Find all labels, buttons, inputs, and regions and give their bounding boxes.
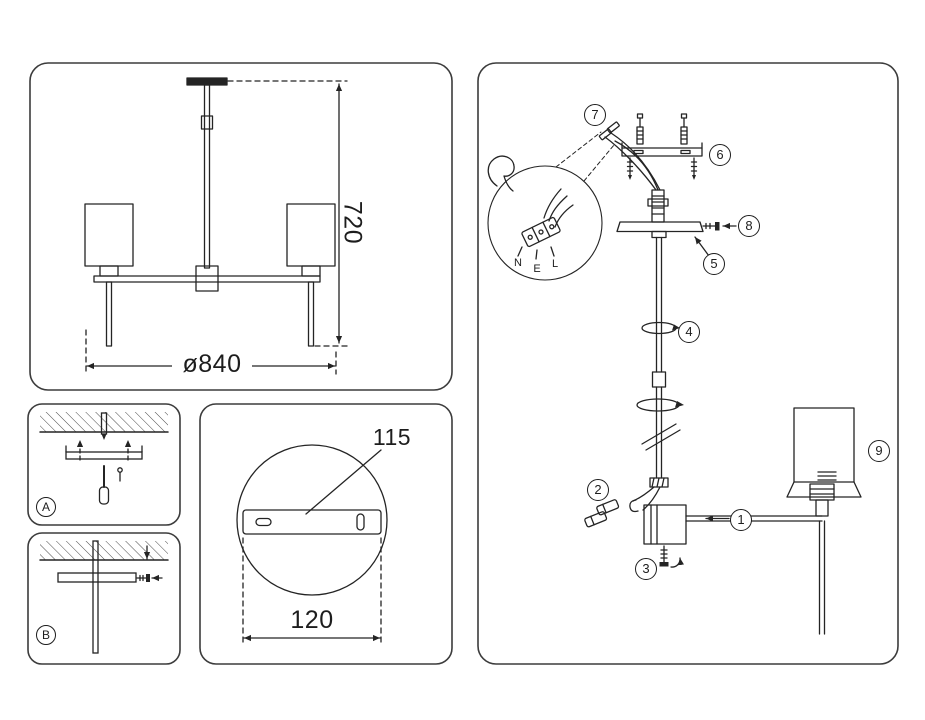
callout-6: 6 (709, 144, 731, 166)
bracket-dimension-label: 115 (372, 424, 412, 450)
canopy-dimension-label: 120 (290, 606, 334, 634)
canopy-part (616, 221, 737, 257)
canopy-plate (57, 572, 137, 583)
lamp-socket (809, 483, 835, 501)
wiring-detail-circle (487, 131, 615, 281)
chandelier-drawing (84, 77, 348, 375)
shade-part (786, 407, 862, 635)
assembly-drawing (487, 113, 862, 635)
center-hub (195, 265, 219, 292)
horizontal-arm (93, 275, 321, 283)
wire-connector (584, 511, 608, 528)
wire-label-neutral: N (514, 257, 522, 269)
left-shade (84, 203, 134, 267)
callout-1: 1 (730, 509, 752, 531)
dimension-extension-lines (85, 80, 348, 375)
step-a-drawing (39, 412, 169, 505)
callout-9: 9 (868, 440, 890, 462)
hub-part (584, 486, 823, 568)
step-b-badge: B (36, 625, 56, 645)
callout-5: 5 (703, 253, 725, 275)
safety-hook-icon (487, 155, 515, 192)
side-screw-icon (146, 574, 150, 582)
ceiling-plate (186, 77, 228, 86)
wire-label-live: L (551, 258, 559, 270)
grub-screw-icon (715, 222, 720, 231)
canopy-drawing (236, 444, 388, 645)
terminal-block (521, 216, 561, 248)
callout-2: 2 (587, 479, 609, 501)
right-shade (286, 203, 336, 267)
rotate-arrow (636, 398, 680, 412)
canopy-circle (236, 444, 388, 596)
ceiling-bracket-part (621, 113, 703, 180)
bracket-slot-left (255, 517, 272, 527)
bracket-slot-right (356, 513, 365, 531)
wire-label-earth: E (533, 263, 541, 275)
ceiling-hatch (40, 412, 168, 432)
lamp-shade (793, 407, 855, 483)
hub-block (643, 504, 687, 545)
mounting-bracket (65, 451, 143, 460)
step-a-badge: A (36, 497, 56, 517)
center-rod (203, 84, 211, 269)
rod-part (636, 230, 684, 488)
leader-line-115 (305, 449, 382, 515)
rotate-arrow (641, 321, 677, 335)
hanging-rod (92, 540, 99, 654)
wire-connector (596, 499, 620, 516)
bracket-bar (242, 509, 382, 535)
callout-8: 8 (738, 215, 760, 237)
height-dimension-label: 720 (338, 200, 367, 245)
callout-3: 3 (635, 558, 657, 580)
callout-4: 4 (678, 321, 700, 343)
ceiling-hatch (40, 541, 168, 560)
step-b-drawing (39, 540, 169, 654)
callout-7: 7 (584, 104, 606, 126)
panel-borders (27, 62, 899, 665)
wires-part (598, 121, 669, 223)
diameter-dimension-label: ø840 (172, 350, 252, 379)
